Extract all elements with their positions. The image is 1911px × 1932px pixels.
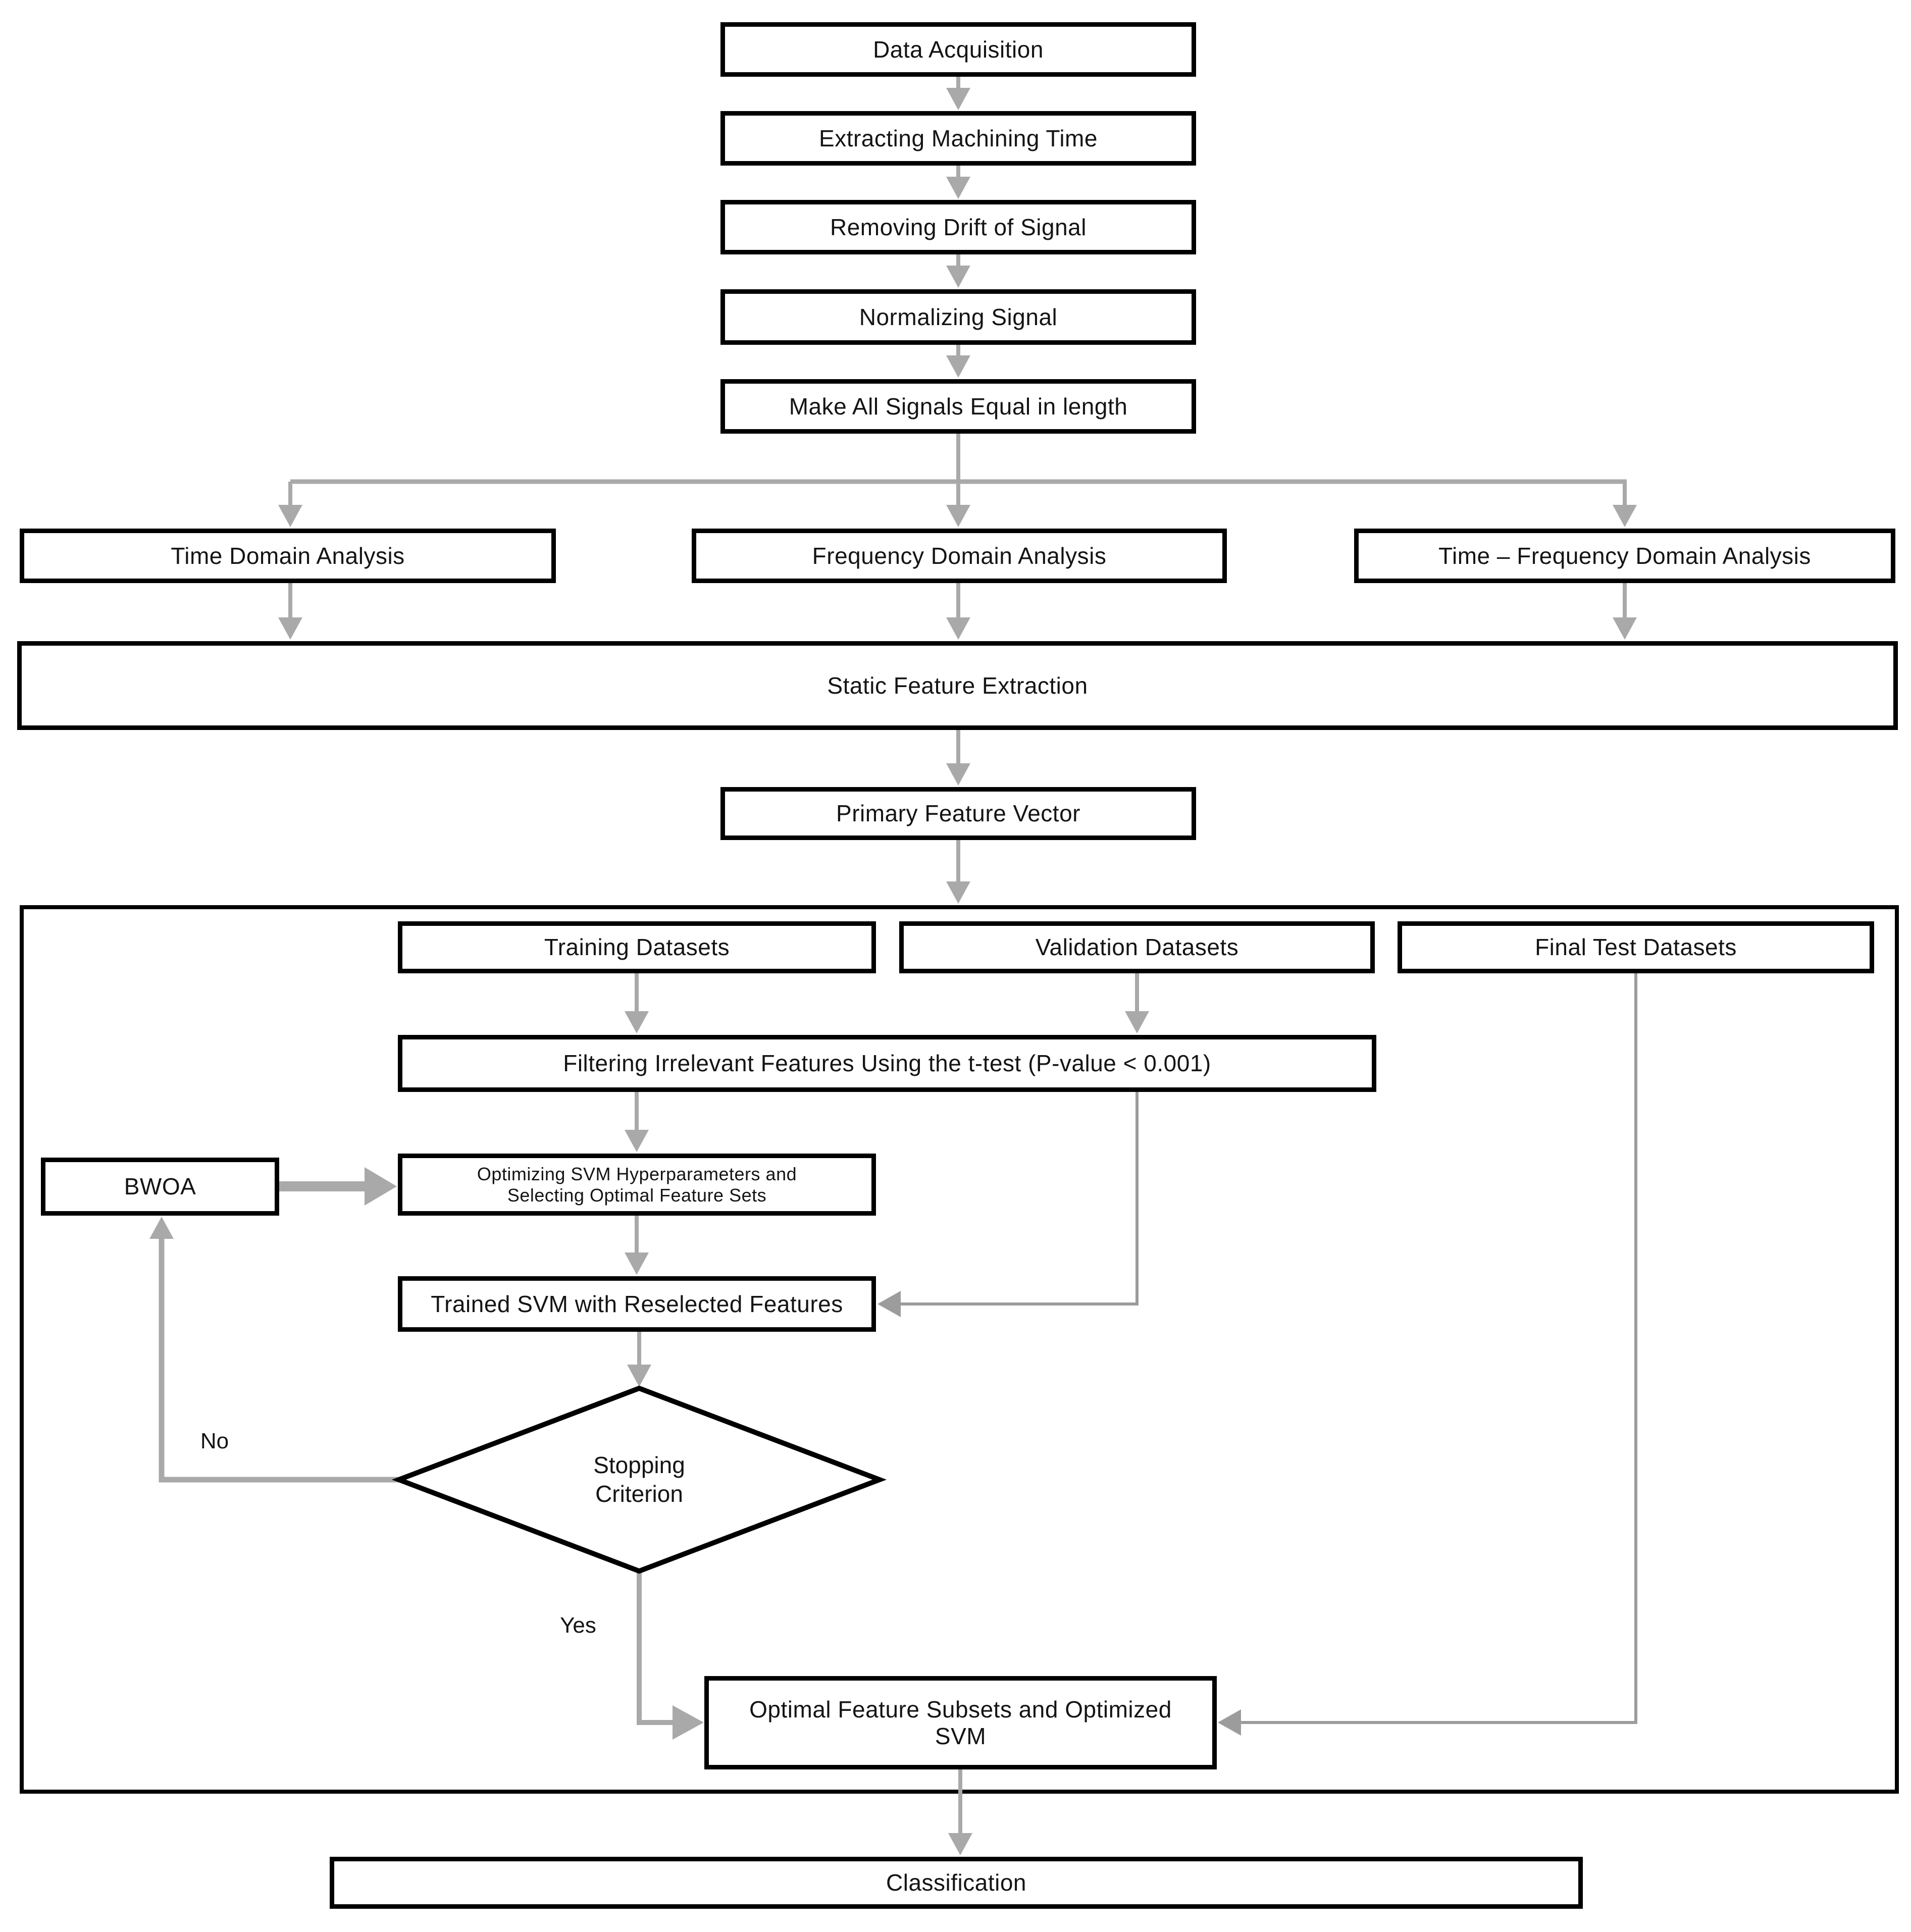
node-label-line2: SVM xyxy=(935,1722,987,1749)
arrow-extracting-to-removing xyxy=(946,166,970,199)
node-time-frequency-domain-analysis: Time – Frequency Domain Analysis xyxy=(1354,529,1895,583)
node-label: Validation Datasets xyxy=(1035,934,1239,961)
node-label-line1: Optimizing SVM Hyperparameters and xyxy=(477,1164,797,1185)
node-extracting-machining-time: Extracting Machining Time xyxy=(720,111,1196,166)
arrow-bwoa-to-optimizing xyxy=(279,1167,397,1206)
arrow-primary-to-container xyxy=(946,840,970,904)
node-label-line1: Optimal Feature Subsets and Optimized xyxy=(749,1696,1172,1722)
node-normalizing-signal: Normalizing Signal xyxy=(720,289,1196,345)
node-label: Frequency Domain Analysis xyxy=(812,542,1107,569)
path-validation-to-trained xyxy=(877,1092,1139,1317)
stopping-criterion-diamond xyxy=(391,1385,887,1574)
arrow-validation-to-filtering xyxy=(1125,973,1149,1033)
arrow-dataacq-to-extracting xyxy=(946,77,970,110)
node-label: Primary Feature Vector xyxy=(836,800,1080,827)
node-stopping-criterion: Stopping Criterion xyxy=(513,1432,765,1528)
path-yes-to-optimal xyxy=(637,1571,704,1740)
node-primary-feature-vector: Primary Feature Vector xyxy=(720,787,1196,840)
arrow-trained-to-diamond xyxy=(627,1332,651,1387)
node-classification: Classification xyxy=(330,1857,1583,1909)
node-label: Time Domain Analysis xyxy=(171,542,405,569)
arrow-timedomain-to-static xyxy=(278,583,302,640)
arrow-freqdomain-to-static xyxy=(946,583,970,640)
arrow-normalizing-to-makeequal xyxy=(946,345,970,378)
main-arrows xyxy=(278,77,1637,1855)
node-trained-svm: Trained SVM with Reselected Features xyxy=(398,1276,876,1332)
node-label: Make All Signals Equal in length xyxy=(789,393,1128,420)
arrow-static-to-primary xyxy=(946,730,970,786)
node-removing-drift: Removing Drift of Signal xyxy=(720,200,1196,254)
path-no-to-bwoa xyxy=(149,1217,399,1483)
node-label: Static Feature Extraction xyxy=(827,672,1088,699)
node-training-datasets: Training Datasets xyxy=(398,921,876,973)
node-label: Classification xyxy=(886,1869,1026,1896)
node-label: Training Datasets xyxy=(544,934,730,961)
node-label-line2: Criterion xyxy=(595,1481,683,1507)
node-filtering-ttest: Filtering Irrelevant Features Using the … xyxy=(398,1035,1376,1092)
node-label: Data Acquisition xyxy=(873,36,1044,63)
node-make-signals-equal: Make All Signals Equal in length xyxy=(720,379,1196,434)
arrow-split-to-timedomain xyxy=(278,482,302,527)
node-label: Time – Frequency Domain Analysis xyxy=(1438,542,1811,569)
node-label: Extracting Machining Time xyxy=(819,125,1098,151)
node-label: BWOA xyxy=(124,1173,196,1200)
arrow-makeequal-to-freqdomain xyxy=(946,434,970,527)
node-label: Final Test Datasets xyxy=(1535,934,1737,961)
path-finaltest-to-optimal xyxy=(1218,973,1637,1736)
arrow-training-to-filtering xyxy=(625,973,649,1033)
node-label-line2: Selecting Optimal Feature Sets xyxy=(507,1184,767,1206)
node-validation-datasets: Validation Datasets xyxy=(899,921,1375,973)
node-label: Normalizing Signal xyxy=(859,303,1058,330)
branch-label-yes: Yes xyxy=(560,1613,596,1638)
branch-label-no: No xyxy=(200,1429,229,1453)
node-label: Removing Drift of Signal xyxy=(830,214,1087,240)
arrow-optimal-to-classification xyxy=(948,1769,972,1855)
node-data-acquisition: Data Acquisition xyxy=(720,22,1196,77)
node-optimizing-svm: Optimizing SVM Hyperparameters and Selec… xyxy=(398,1154,876,1216)
arrow-split-to-timefreqdomain xyxy=(1613,482,1637,527)
arrow-optimizing-to-trained xyxy=(625,1216,649,1275)
node-frequency-domain-analysis: Frequency Domain Analysis xyxy=(692,529,1227,583)
node-label-line1: Stopping xyxy=(593,1451,685,1478)
node-final-test-datasets: Final Test Datasets xyxy=(1398,921,1874,973)
arrow-timefreq-to-static xyxy=(1613,583,1637,640)
node-bwoa: BWOA xyxy=(41,1158,279,1216)
node-label: Filtering Irrelevant Features Using the … xyxy=(563,1050,1211,1077)
node-optimal-feature-subsets: Optimal Feature Subsets and Optimized SV… xyxy=(704,1676,1217,1769)
node-label: Trained SVM with Reselected Features xyxy=(431,1290,843,1317)
node-static-feature-extraction: Static Feature Extraction xyxy=(17,641,1898,730)
arrow-filtering-to-optimizing xyxy=(625,1092,649,1152)
arrow-removing-to-normalizing xyxy=(946,254,970,288)
node-time-domain-analysis: Time Domain Analysis xyxy=(20,529,556,583)
